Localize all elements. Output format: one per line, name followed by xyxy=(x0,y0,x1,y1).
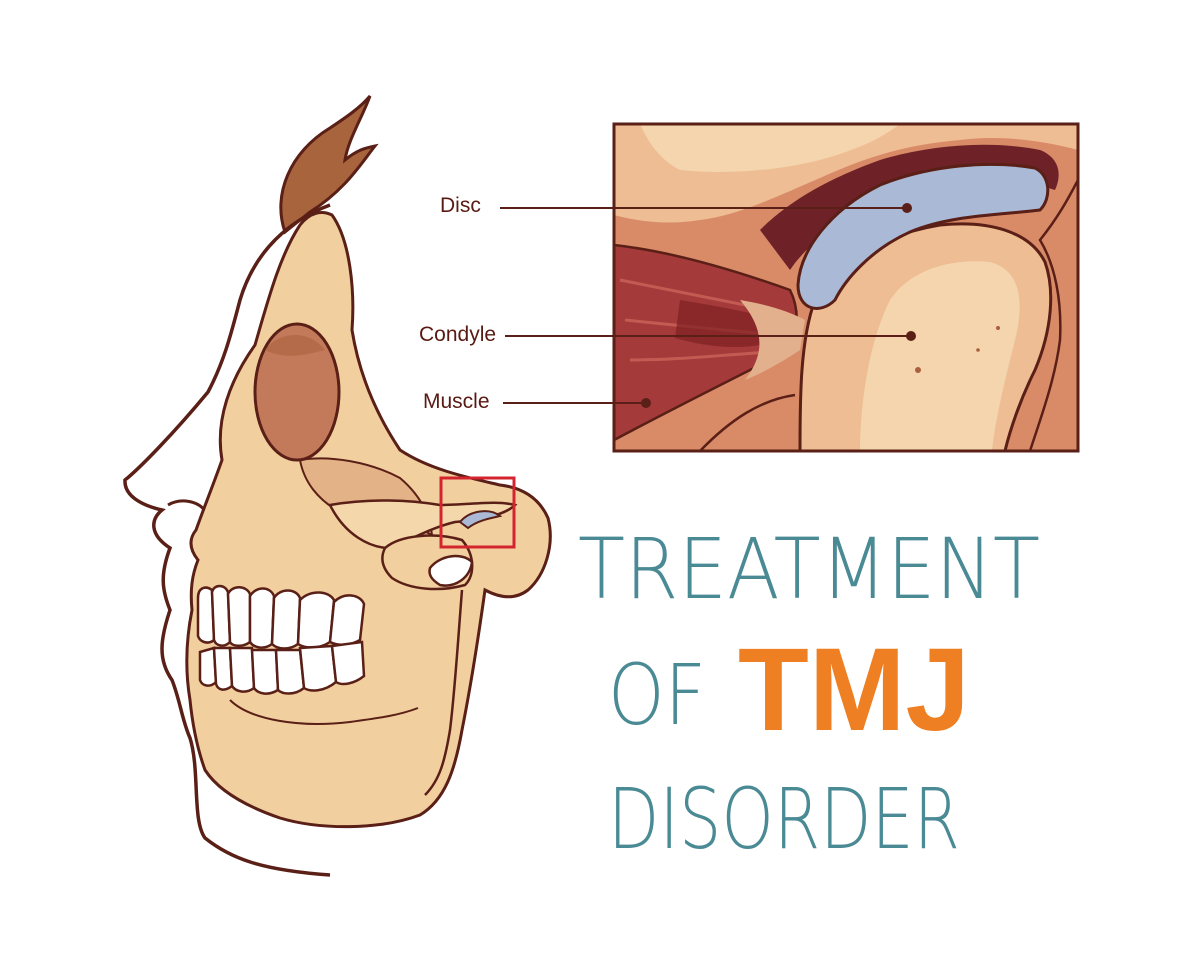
lower-teeth xyxy=(198,640,366,695)
mandible-ramus xyxy=(424,589,464,796)
title-block: TREATMENT OF TMJ DISORDER xyxy=(578,520,1040,868)
label-muscle-text: Muscle xyxy=(423,390,490,413)
articular-disc xyxy=(796,162,1050,310)
lower-tooth xyxy=(250,648,280,695)
posterior-tissue xyxy=(1028,179,1078,451)
lower-tooth xyxy=(298,644,338,692)
leader-dot-muscle xyxy=(641,398,651,408)
leader-dot-disc xyxy=(902,203,912,213)
temporal-bone-light xyxy=(640,124,900,172)
leader-dot-condyle xyxy=(906,331,916,341)
lower-tooth xyxy=(228,646,256,693)
joint-inset xyxy=(612,122,1080,453)
upper-teeth xyxy=(196,584,366,650)
label-muscle: Muscle xyxy=(423,390,651,413)
label-condyle-text: Condyle xyxy=(419,323,496,346)
condyle-spot xyxy=(976,348,980,352)
title-word-tmj: TMJ xyxy=(738,624,970,756)
mandible-edge xyxy=(699,393,796,451)
title-line-treatment: TREATMENT xyxy=(578,520,1040,618)
condyle-highlight xyxy=(860,261,1020,451)
inset-frame xyxy=(612,122,1080,453)
upper-tooth xyxy=(226,586,252,647)
face-profile-outline xyxy=(123,203,331,877)
upper-tooth xyxy=(270,589,302,650)
lower-tooth xyxy=(330,640,366,686)
ear-canal xyxy=(428,554,474,587)
tmj-highlight-box xyxy=(439,476,516,549)
title-word-of: OF xyxy=(608,646,706,744)
title-line-disorder: DISORDER xyxy=(608,770,960,868)
condyle-spot xyxy=(996,326,1000,330)
upper-tooth xyxy=(248,587,276,649)
eye-socket-shadow xyxy=(265,335,325,356)
nostril xyxy=(167,499,208,513)
label-disc-text: Disc xyxy=(440,194,481,217)
eye-socket xyxy=(253,322,341,462)
skull-illustration xyxy=(123,95,552,877)
upper-tooth xyxy=(328,594,366,646)
tendon xyxy=(740,300,805,380)
hair xyxy=(279,95,379,235)
condyle-spot xyxy=(915,367,921,373)
skull-joint-disc xyxy=(458,510,503,530)
label-disc: Disc xyxy=(440,194,912,217)
label-condyle: Condyle xyxy=(419,323,916,346)
upper-tooth xyxy=(296,591,336,649)
chin-line xyxy=(229,699,419,725)
